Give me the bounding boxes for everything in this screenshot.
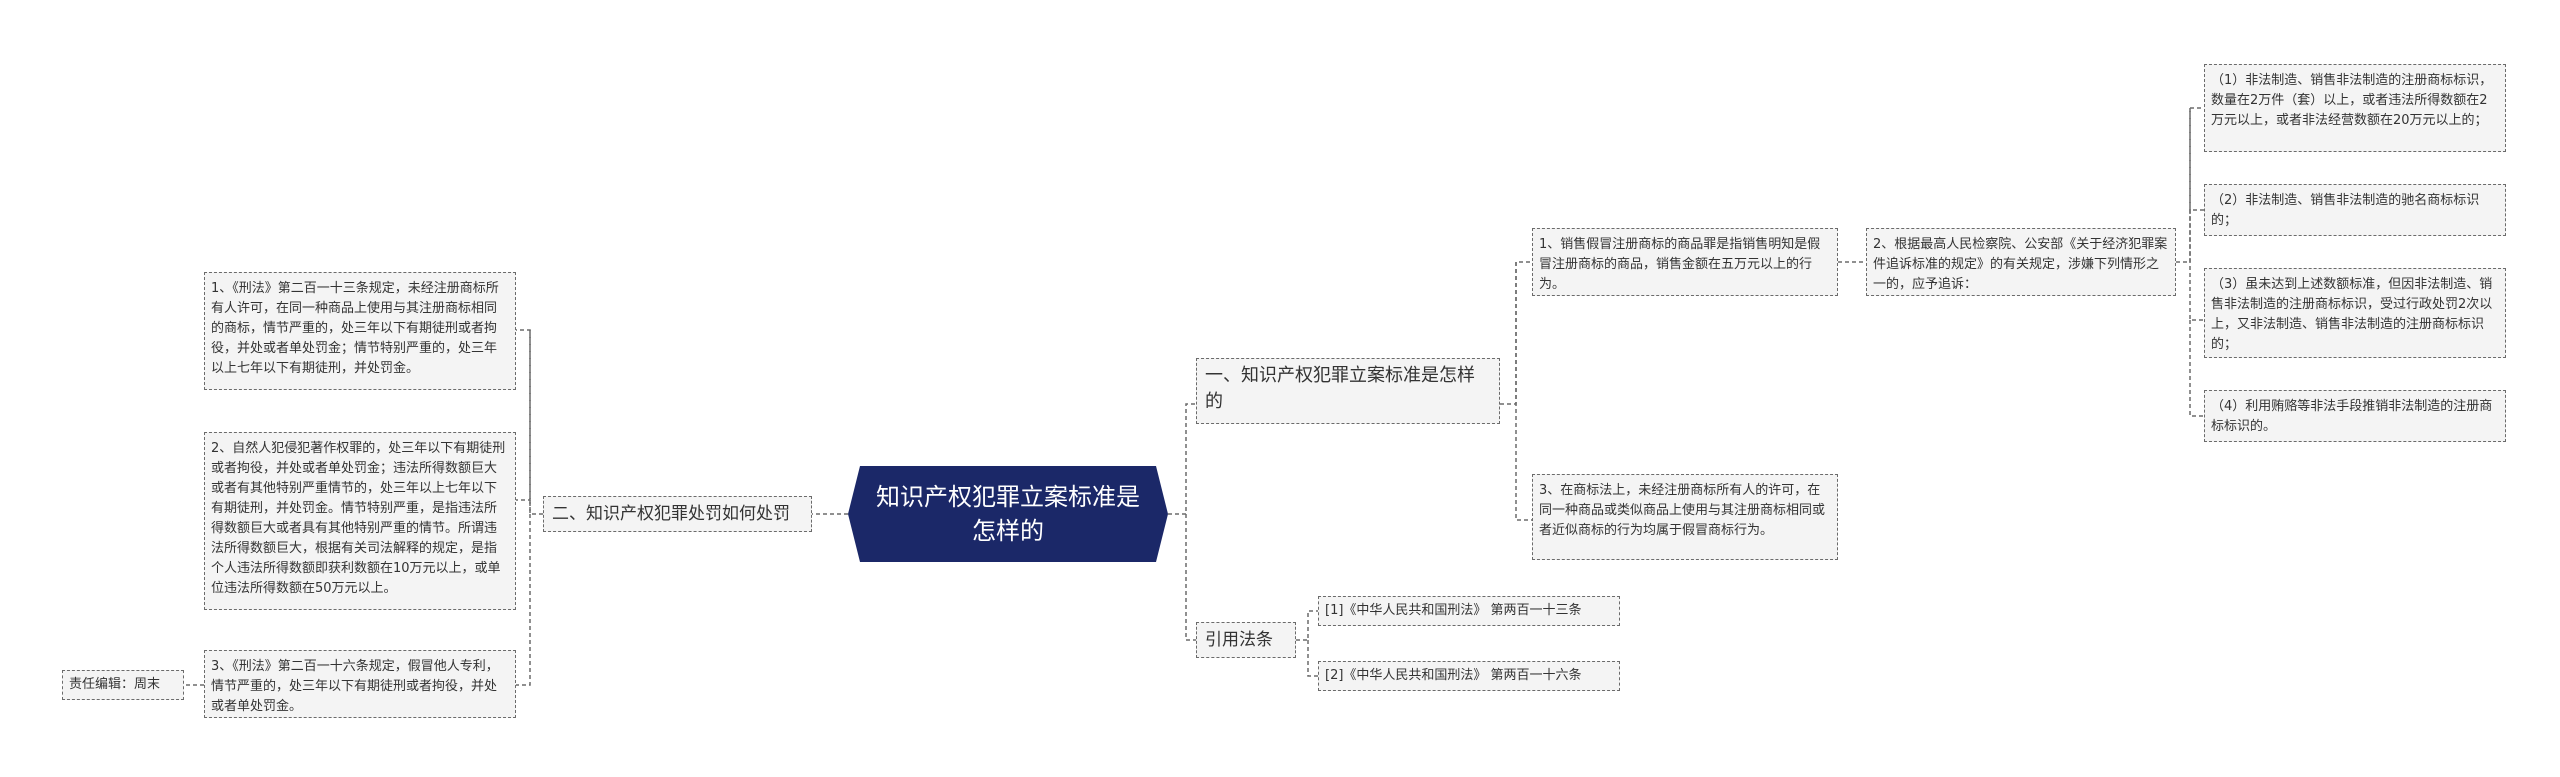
branch-penalty[interactable]: 二、知识产权犯罪处罚如何处罚	[543, 496, 812, 532]
penalty-item-1-text: 1、《刑法》第二百一十三条规定，未经注册商标所有人许可，在同一种商品上使用与其注…	[211, 281, 499, 376]
branch-penalty-label: 二、知识产权犯罪处罚如何处罚	[552, 504, 790, 524]
root-topic-title: 知识产权犯罪立案标准是怎样的	[876, 483, 1140, 545]
branch-citations-label: 引用法条	[1205, 630, 1273, 650]
root-topic[interactable]: 知识产权犯罪立案标准是怎样的	[848, 466, 1168, 562]
standard-sub-2[interactable]: （2）非法制造、销售非法制造的驰名商标标识的；	[2204, 184, 2506, 236]
standard-sub-4[interactable]: （4）利用贿赂等非法手段推销非法制造的注册商标标识的。	[2204, 390, 2506, 442]
standard-sub-4-text: （4）利用贿赂等非法手段推销非法制造的注册商标标识的。	[2211, 399, 2493, 434]
standard-sub-1-text: （1）非法制造、销售非法制造的注册商标标识，数量在2万件（套）以上，或者违法所得…	[2211, 73, 2493, 128]
standard-sub-3-text: （3）虽未达到上述数额标准，但因非法制造、销售非法制造的注册商标标识，受过行政处…	[2211, 277, 2493, 352]
standard-item-2[interactable]: 2、根据最高人民检察院、公安部《关于经济犯罪案件追诉标准的规定》的有关规定，涉嫌…	[1866, 228, 2176, 296]
citation-2[interactable]: [2]《中华人民共和国刑法》 第两百一十六条	[1318, 661, 1620, 691]
citation-2-text: [2]《中华人民共和国刑法》 第两百一十六条	[1325, 668, 1582, 683]
standard-sub-3[interactable]: （3）虽未达到上述数额标准，但因非法制造、销售非法制造的注册商标标识，受过行政处…	[2204, 268, 2506, 358]
branch-standard[interactable]: 一、知识产权犯罪立案标准是怎样的	[1196, 358, 1500, 424]
standard-item-3[interactable]: 3、在商标法上，未经注册商标所有人的许可，在同一种商品或类似商品上使用与其注册商…	[1532, 474, 1838, 560]
standard-item-1[interactable]: 1、销售假冒注册商标的商品罪是指销售明知是假冒注册商标的商品，销售金额在五万元以…	[1532, 228, 1838, 296]
standard-item-2-text: 2、根据最高人民检察院、公安部《关于经济犯罪案件追诉标准的规定》的有关规定，涉嫌…	[1873, 237, 2168, 292]
editor-note-text: 责任编辑：周末	[69, 677, 161, 692]
citation-1-text: [1]《中华人民共和国刑法》 第两百一十三条	[1325, 603, 1582, 618]
penalty-item-2-text: 2、自然人犯侵犯著作权罪的，处三年以下有期徒刑或者拘役，并处或者单处罚金；违法所…	[211, 441, 506, 596]
editor-note[interactable]: 责任编辑：周末	[62, 670, 184, 700]
branch-citations[interactable]: 引用法条	[1196, 622, 1296, 658]
citation-1[interactable]: [1]《中华人民共和国刑法》 第两百一十三条	[1318, 596, 1620, 626]
penalty-item-2[interactable]: 2、自然人犯侵犯著作权罪的，处三年以下有期徒刑或者拘役，并处或者单处罚金；违法所…	[204, 432, 516, 610]
standard-sub-2-text: （2）非法制造、销售非法制造的驰名商标标识的；	[2211, 193, 2480, 228]
branch-standard-label: 一、知识产权犯罪立案标准是怎样的	[1205, 365, 1475, 412]
penalty-item-3[interactable]: 3、《刑法》第二百一十六条规定，假冒他人专利，情节严重的，处三年以下有期徒刑或者…	[204, 650, 516, 718]
standard-sub-1[interactable]: （1）非法制造、销售非法制造的注册商标标识，数量在2万件（套）以上，或者违法所得…	[2204, 64, 2506, 152]
penalty-item-3-text: 3、《刑法》第二百一十六条规定，假冒他人专利，情节严重的，处三年以下有期徒刑或者…	[211, 659, 499, 714]
standard-item-3-text: 3、在商标法上，未经注册商标所有人的许可，在同一种商品或类似商品上使用与其注册商…	[1539, 483, 1826, 538]
standard-item-1-text: 1、销售假冒注册商标的商品罪是指销售明知是假冒注册商标的商品，销售金额在五万元以…	[1539, 237, 1821, 292]
penalty-item-1[interactable]: 1、《刑法》第二百一十三条规定，未经注册商标所有人许可，在同一种商品上使用与其注…	[204, 272, 516, 390]
